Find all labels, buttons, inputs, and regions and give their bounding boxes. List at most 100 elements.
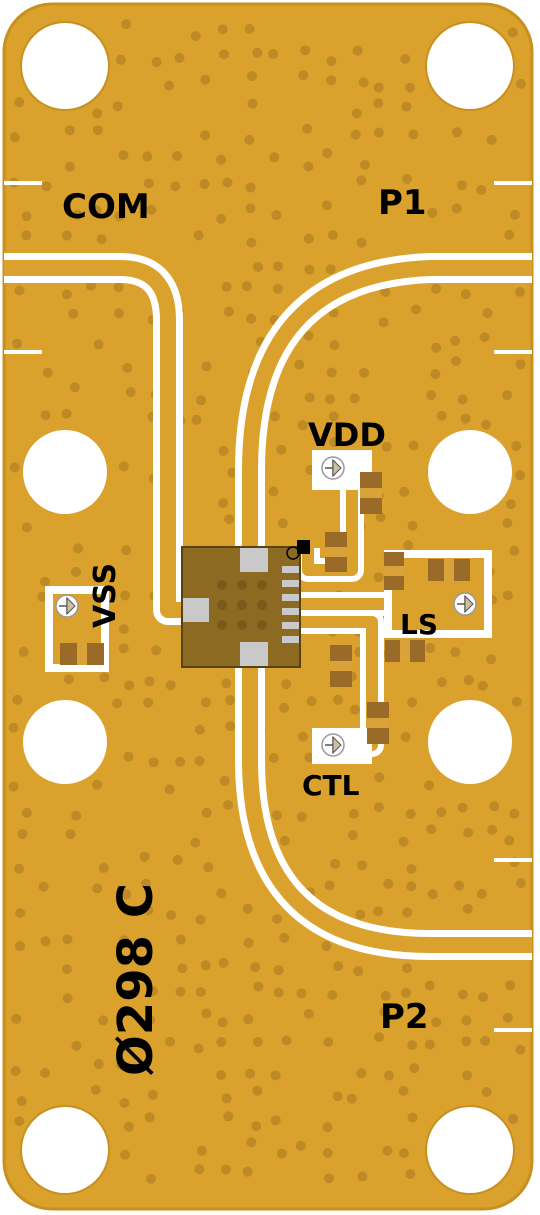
test-point-icon[interactable] bbox=[55, 594, 79, 618]
via bbox=[462, 1070, 473, 1081]
via bbox=[200, 130, 211, 141]
via bbox=[431, 283, 442, 294]
via bbox=[457, 802, 468, 813]
via bbox=[224, 514, 235, 525]
via bbox=[482, 308, 493, 319]
via bbox=[18, 646, 29, 657]
via bbox=[120, 590, 131, 601]
via bbox=[92, 125, 103, 136]
via bbox=[424, 780, 435, 791]
via bbox=[436, 410, 447, 421]
via bbox=[352, 45, 363, 56]
test-point-icon[interactable] bbox=[453, 592, 477, 616]
via bbox=[200, 960, 211, 971]
via bbox=[270, 411, 280, 422]
via bbox=[118, 643, 129, 654]
via bbox=[324, 1173, 335, 1184]
via-field bbox=[8, 19, 526, 1184]
via bbox=[381, 441, 392, 452]
via bbox=[405, 1169, 416, 1179]
via bbox=[216, 888, 227, 899]
via bbox=[216, 1037, 227, 1047]
via bbox=[303, 161, 314, 172]
via bbox=[452, 127, 462, 138]
via bbox=[222, 177, 233, 188]
via bbox=[374, 1032, 385, 1043]
via bbox=[93, 339, 104, 350]
via bbox=[507, 27, 518, 38]
test-point-icon[interactable] bbox=[321, 456, 345, 480]
via bbox=[403, 540, 414, 551]
via bbox=[481, 419, 492, 430]
via bbox=[40, 1068, 50, 1078]
mounting-hole-bottom-left bbox=[20, 1105, 110, 1195]
via bbox=[296, 811, 307, 822]
via bbox=[113, 282, 124, 293]
via bbox=[190, 31, 201, 42]
via bbox=[93, 1059, 104, 1069]
via bbox=[120, 1149, 130, 1160]
via bbox=[487, 824, 498, 835]
capacitor-c3 bbox=[385, 640, 425, 662]
via bbox=[454, 880, 465, 891]
via bbox=[190, 837, 201, 848]
via bbox=[298, 731, 308, 742]
mounting-hole-mid-right-lower bbox=[428, 700, 512, 784]
via bbox=[378, 317, 389, 328]
thermal-via bbox=[217, 620, 227, 630]
via bbox=[486, 654, 496, 665]
via bbox=[407, 1040, 418, 1051]
chip-thermal-vias bbox=[217, 580, 267, 630]
via bbox=[37, 591, 48, 602]
via bbox=[225, 721, 236, 732]
via bbox=[96, 234, 107, 245]
via bbox=[329, 340, 340, 351]
via bbox=[321, 941, 332, 951]
via bbox=[457, 394, 468, 405]
via bbox=[64, 125, 75, 136]
via bbox=[16, 1096, 27, 1106]
via bbox=[119, 935, 130, 946]
via bbox=[242, 903, 253, 914]
via bbox=[201, 361, 212, 372]
via bbox=[270, 1115, 281, 1126]
thermal-via bbox=[257, 620, 267, 630]
via bbox=[119, 1098, 130, 1108]
via bbox=[327, 230, 338, 241]
via bbox=[200, 697, 211, 708]
via bbox=[246, 1137, 257, 1148]
via bbox=[245, 1068, 256, 1079]
via bbox=[165, 680, 176, 691]
via bbox=[62, 993, 73, 1004]
via bbox=[273, 965, 284, 976]
via bbox=[71, 810, 82, 821]
label-p2: P2 bbox=[380, 997, 429, 1037]
via bbox=[430, 369, 441, 379]
via bbox=[40, 936, 51, 947]
via bbox=[321, 200, 332, 211]
via bbox=[402, 963, 412, 974]
via bbox=[411, 304, 421, 315]
via bbox=[61, 408, 72, 419]
test-point-icon[interactable] bbox=[321, 733, 345, 757]
via bbox=[375, 512, 386, 523]
via bbox=[427, 889, 438, 900]
via bbox=[62, 964, 72, 975]
via bbox=[164, 784, 175, 795]
via bbox=[245, 182, 256, 193]
passive-components bbox=[60, 472, 470, 744]
via bbox=[303, 1008, 314, 1019]
via bbox=[98, 1015, 109, 1026]
via bbox=[194, 755, 205, 766]
via bbox=[356, 175, 367, 186]
via bbox=[437, 677, 447, 688]
via bbox=[64, 161, 75, 172]
via bbox=[461, 1036, 472, 1047]
via bbox=[251, 1121, 262, 1132]
via bbox=[177, 963, 188, 974]
capacitor-c1 bbox=[325, 532, 347, 572]
thermal-via bbox=[237, 600, 247, 610]
via bbox=[216, 1070, 227, 1081]
via bbox=[327, 990, 338, 1000]
via bbox=[247, 71, 257, 82]
